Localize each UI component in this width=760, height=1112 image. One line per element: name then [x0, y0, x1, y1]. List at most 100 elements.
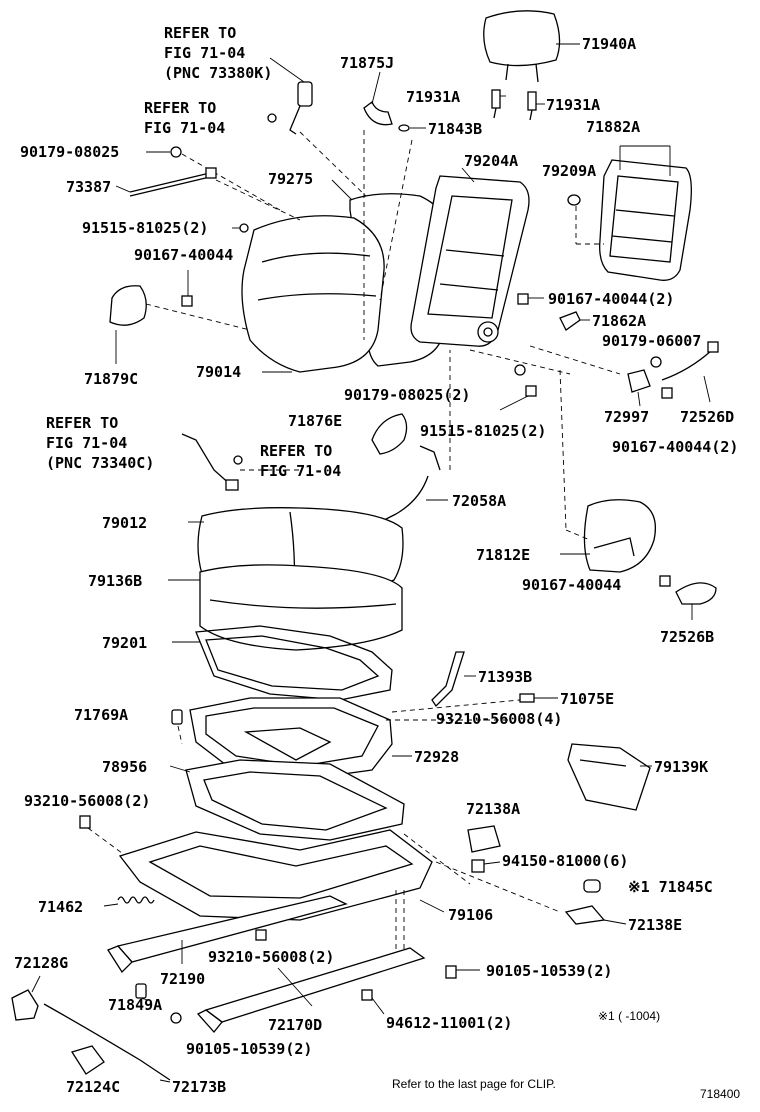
label-79014: 79014: [196, 363, 241, 381]
label-90167-40044-b: 90167-40044: [522, 576, 621, 594]
bolts-center: [469, 345, 621, 411]
label-71876E: 71876E: [288, 412, 342, 430]
refer-73380k-line1: REFER TO: [164, 24, 236, 42]
clip-71075E: [519, 693, 558, 703]
label-71849A: 71849A: [108, 996, 162, 1014]
cover-71876E: [371, 413, 408, 455]
label-71931A-1: 71931A: [406, 88, 460, 106]
label-72997: 72997: [604, 408, 649, 426]
bracket-71879C: [109, 285, 251, 364]
figure-number: 718400: [700, 1087, 740, 1101]
label-72128G: 72128G: [14, 954, 68, 972]
seatback-pad-79014: [241, 215, 385, 373]
seatback-frame-79204A: [410, 167, 530, 347]
label-71812E: 71812E: [476, 546, 530, 564]
assembly-dashed-lines: [215, 130, 561, 913]
screw-93210-56008-middle: [255, 929, 267, 941]
reference-bracket-73380K: [267, 57, 371, 201]
label-79275: 79275: [268, 170, 313, 188]
label-71393B: 71393B: [478, 668, 532, 686]
bolts-left-upper: [181, 223, 249, 307]
clip-71849A: [135, 983, 149, 1001]
label-71462: 71462: [38, 898, 83, 916]
label-71875J: 71875J: [340, 54, 394, 72]
seat-base-frame-79106: [118, 829, 445, 921]
headrest-support-71931A: [491, 89, 545, 121]
label-71940A: 71940A: [582, 35, 636, 53]
label-72190: 72190: [160, 970, 205, 988]
refer-73340c-line2: FIG 71-04: [46, 434, 127, 452]
bracket-72997: [627, 369, 651, 407]
label-90105-10539-2b: 90105-10539(2): [186, 1040, 312, 1058]
bolt-and-hinge-71862A: [517, 293, 590, 331]
label-71845C: ※1 71845C: [628, 878, 713, 896]
back-board-71882A: [599, 145, 692, 281]
label-79136B: 79136B: [88, 572, 142, 590]
refer-b-line1: REFER TO: [260, 442, 332, 460]
clip-71769A: [171, 709, 183, 745]
label-71769A: 71769A: [74, 706, 128, 724]
seat-rail-72170D: [196, 890, 426, 1034]
label-94150-81000-6: 94150-81000(6): [502, 852, 628, 870]
cable-72526D: [650, 341, 719, 403]
headrest-71940A: [483, 10, 580, 83]
label-93210-56008-4: 93210-56008(4): [436, 710, 562, 728]
cover-79139K: [567, 743, 652, 811]
label-72138A: 72138A: [466, 800, 520, 818]
pad-71845C: [583, 879, 601, 893]
label-72170D: 72170D: [268, 1016, 322, 1034]
nut-94612-11001: [361, 989, 385, 1015]
refer-73340c-line1: REFER TO: [46, 414, 118, 432]
spring-71462: [103, 896, 155, 907]
refer-73340c-line3: (PNC 73340C): [46, 454, 154, 472]
label-72138E: 72138E: [628, 916, 682, 934]
refer-73380k-line2: FIG 71-04: [164, 44, 245, 62]
range-note: ※1 ( -1004): [598, 1009, 660, 1023]
label-72928: 72928: [414, 748, 459, 766]
label-79139K: 79139K: [654, 758, 708, 776]
lower-pan-78956: [169, 759, 405, 841]
label-90179-08025-2: 90179-08025(2): [344, 386, 470, 404]
label-90167-40044-2b: 90167-40044(2): [612, 438, 738, 456]
label-79201: 79201: [102, 634, 147, 652]
clip-note: Refer to the last page for CLIP.: [392, 1077, 556, 1091]
label-93210-56008-2b: 93210-56008(2): [208, 948, 334, 966]
side-shield-71812E: [559, 369, 717, 620]
label-79209A: 79209A: [542, 162, 596, 180]
screw-93210-56008-left: [79, 815, 127, 857]
label-72526B: 72526B: [660, 628, 714, 646]
label-73387: 73387: [66, 178, 111, 196]
refer-73380k-line3: (PNC 73380K): [164, 64, 272, 82]
label-71882A: 71882A: [586, 118, 640, 136]
label-71879C: 71879C: [84, 370, 138, 388]
label-72058A: 72058A: [452, 492, 506, 510]
rod-73387: [115, 167, 217, 197]
trim-strip-71393B: [431, 651, 476, 708]
label-93210-56008-2a: 93210-56008(2): [24, 792, 150, 810]
label-79106: 79106: [448, 906, 493, 924]
label-90105-10539-2a: 90105-10539(2): [486, 962, 612, 980]
refer-b-line2: FIG 71-04: [260, 462, 341, 480]
label-90167-40044-a: 90167-40044: [134, 246, 233, 264]
label-72526D: 72526D: [680, 408, 734, 426]
seat-pad-79136B: [168, 564, 403, 651]
label-71862A: 71862A: [592, 312, 646, 330]
label-90167-40044-2a: 90167-40044(2): [548, 290, 674, 308]
label-72124C: 72124C: [66, 1078, 120, 1096]
bracket-72138A: [467, 825, 501, 853]
cover-72128G: [11, 975, 41, 1021]
label-71075E: 71075E: [560, 690, 614, 708]
seat-frame-79201: [172, 625, 393, 701]
label-94612-11001-2: 94612-11001(2): [386, 1014, 512, 1032]
label-91515-81025-2a: 91515-81025(2): [82, 219, 208, 237]
label-90179-08025: 90179-08025: [20, 143, 119, 161]
refer-a-line2: FIG 71-04: [144, 119, 225, 137]
clip-79209A: [567, 194, 604, 245]
label-71843B: 71843B: [428, 120, 482, 138]
bolt-90105-10539-lower: [170, 1012, 182, 1024]
label-78956: 78956: [102, 758, 147, 776]
reference-latch-73340C: [181, 433, 243, 491]
label-71931A-2: 71931A: [546, 96, 600, 114]
nut-94150-81000: [471, 859, 501, 873]
